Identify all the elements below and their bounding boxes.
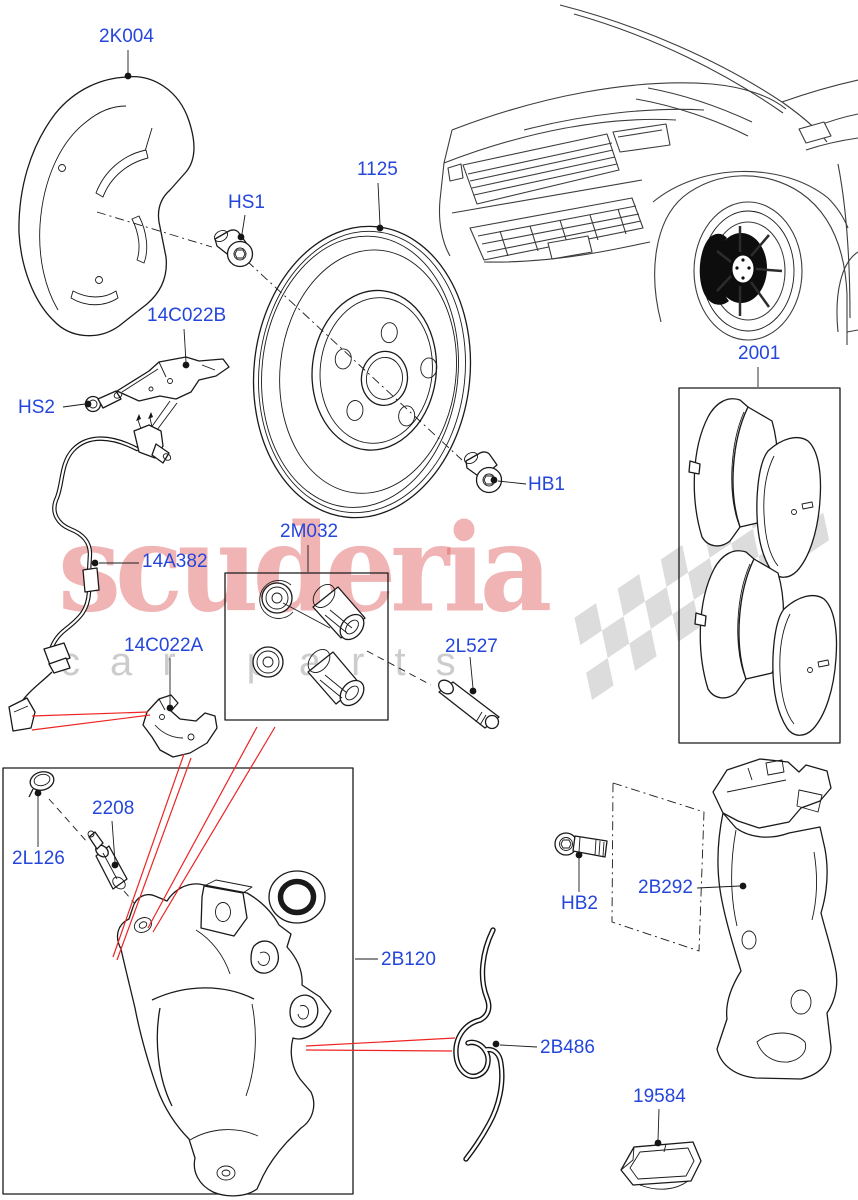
part-label-2B292[interactable]: 2B292 [638,877,693,898]
part-label-HB1[interactable]: HB1 [528,474,565,495]
part-label-2B486[interactable]: 2B486 [540,1037,595,1058]
label-leader-lines [34,50,759,1147]
bracket-14C022B-art [116,356,230,435]
part-label-14A382[interactable]: 14A382 [142,551,208,572]
part-label-14C022B[interactable]: 14C022B [147,305,227,326]
part-label-HS2[interactable]: HS2 [18,397,55,418]
part-label-2L527[interactable]: 2L527 [445,636,498,657]
part-label-HB2[interactable]: HB2 [561,893,598,914]
bolt-HB2-art [554,832,608,858]
part-label-HS1[interactable]: HS1 [228,192,265,213]
part-label-14C022A[interactable]: 14C022A [124,635,204,656]
screw-HS1-art [213,229,254,268]
assembly-axis-line [96,211,213,248]
car-mirror [798,121,832,144]
red-leader-lines [31,711,456,1052]
bracket-14C022A-art [142,694,218,758]
car-front-wheel [693,201,803,341]
car-grille [462,133,620,205]
pin-2L527-art [438,679,500,730]
screw-HB1-art [463,451,503,494]
part-label-2M032[interactable]: 2M032 [280,521,339,542]
piston-seal-art [268,870,326,924]
pads-2001-art [678,387,841,744]
part-label-2208[interactable]: 2208 [92,798,135,819]
screw-HS2-art [84,390,123,413]
carrier-2B292-art [554,758,838,1080]
part-label-2B120[interactable]: 2B120 [381,949,436,970]
assembly-axis-line-2 [246,260,463,461]
car-bumper-intake [469,197,644,261]
car-foglamp [547,235,593,260]
part-label-2001[interactable]: 2001 [738,343,781,364]
kit-2M032-art [224,572,432,721]
sensor-14A382-art [8,412,172,732]
caliper-2B120-art [2,767,354,1197]
part-label-1125[interactable]: 1125 [357,159,398,180]
part-label-2L126[interactable]: 2L126 [12,848,65,869]
bleed-screw-2208-art [87,830,128,890]
car-headlamp [612,123,671,153]
cap-2L126-art [28,771,55,798]
disc-1125-art [252,225,472,519]
sachet-19584-art [620,1141,702,1190]
watermark-brand: scuderia [58,498,552,640]
caliper-body-art [116,879,332,1197]
clip-2B486-art [453,927,505,1162]
shield-2K004-art [18,76,195,337]
part-label-19584[interactable]: 19584 [633,1086,686,1107]
part-label-2K004[interactable]: 2K004 [99,26,154,47]
vehicle-illustration [438,4,858,345]
